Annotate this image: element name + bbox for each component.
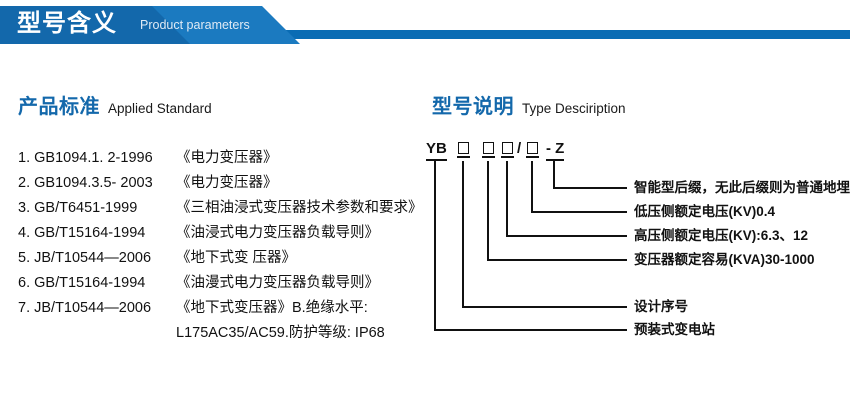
standard-index: 4. — [18, 225, 31, 241]
standard-index: 6. — [18, 275, 31, 291]
standard-code: 6. GB/T15164-1994 — [18, 275, 176, 291]
list-item: 5. JB/T10544—2006 《地下式变 压器》 — [18, 246, 428, 271]
standard-number: GB/T15164-1994 — [34, 225, 146, 241]
diagram-label-suffix: 智能型后缀，无此后缀则为普通地埋变 — [634, 180, 850, 195]
leader-line-hv-voltage — [506, 161, 627, 237]
standard-number: GB1094.3.5- 2003 — [34, 175, 153, 191]
banner-title-cn: 型号含义 — [17, 10, 117, 37]
list-item: 4. GB/T15164-1994 《油浸式电力变压器负载导则》 — [18, 221, 428, 246]
code-token-slash: / — [517, 140, 522, 157]
leader-line-lv-voltage — [531, 161, 627, 213]
section-heading-type-description: 型号说明 Type Desciription — [432, 90, 626, 119]
section-heading-cn: 产品标准 — [18, 96, 100, 118]
standard-name: 《电力变压器》 — [176, 150, 278, 166]
standard-index: 5. — [18, 250, 31, 266]
standard-name: 《三相油浸式变压器技术参数和要求》 — [176, 200, 423, 216]
standard-index: 3. — [18, 200, 31, 216]
diagram-label-lv-voltage: 低压侧额定电压(KV)0.4 — [634, 204, 776, 219]
standard-code: 7. JB/T10544—2006 — [18, 300, 176, 316]
section-heading-applied-standard: 产品标准 Applied Standard — [18, 90, 212, 119]
diagram-label-capacity: 变压器额定容易(KVA)30-1000 — [634, 252, 815, 267]
applied-standard-list: 1. GB1094.1. 2-1996 《电力变压器》 2. GB1094.3.… — [18, 146, 428, 346]
list-item: 3. GB/T6451-1999 《三相油浸式变压器技术参数和要求》 — [18, 196, 428, 221]
standard-index: 2. — [18, 175, 31, 191]
standard-code: 5. JB/T10544—2006 — [18, 250, 176, 266]
standard-code: 1. GB1094.1. 2-1996 — [18, 150, 176, 166]
list-item: 7. JB/T10544—2006 《地下式变压器》B.绝缘水平: — [18, 296, 428, 321]
standard-code: 4. GB/T15164-1994 — [18, 225, 176, 241]
code-token-z: - Z — [546, 140, 565, 161]
standard-number: JB/T10544—2006 — [34, 300, 152, 316]
leader-line-design-serial — [462, 161, 627, 308]
standard-number: GB1094.1. 2-1996 — [34, 150, 153, 166]
banner-primary-shape — [0, 6, 190, 44]
leader-line-substation — [434, 161, 627, 331]
page-header-banner: 型号含义 Product parameters — [0, 0, 850, 48]
banner-title-en: Product parameters — [140, 18, 250, 32]
standard-name: 《油浸式电力变压器负载导则》 — [176, 225, 379, 241]
leader-line-capacity — [487, 161, 627, 261]
code-box-capacity — [482, 142, 495, 158]
standard-name: 《油漫式电力变压器负载导则》 — [176, 275, 379, 291]
section-heading-en: Type Desciription — [522, 101, 626, 116]
standard-code: 3. GB/T6451-1999 — [18, 200, 176, 216]
standard-index: 1. — [18, 150, 31, 166]
standard-name: 《地下式变压器》B.绝缘水平: — [176, 300, 368, 316]
code-token-yb: YB — [426, 140, 447, 161]
list-item: 1. GB1094.1. 2-1996 《电力变压器》 — [18, 146, 428, 171]
standard-number: GB/T6451-1999 — [34, 200, 138, 216]
code-box-design — [457, 142, 470, 158]
list-item: 2. GB1094.3.5- 2003 《电力变压器》 — [18, 171, 428, 196]
standard-code: 2. GB1094.3.5- 2003 — [18, 175, 176, 191]
standard-continuation-line: L175AC35/AC59.防护等级: IP68 — [176, 325, 385, 341]
standard-name: 《地下式变 压器》 — [176, 250, 297, 266]
section-heading-cn: 型号说明 — [432, 96, 514, 118]
standard-number: JB/T10544—2006 — [34, 250, 152, 266]
standard-index: 7. — [18, 300, 31, 316]
diagram-label-design-serial: 设计序号 — [634, 299, 688, 314]
leader-line-suffix — [553, 161, 627, 189]
diagram-label-substation: 预装式变电站 — [634, 322, 715, 337]
standard-number: GB/T15164-1994 — [34, 275, 146, 291]
standard-name: 《电力变压器》 — [176, 175, 278, 191]
section-heading-en: Applied Standard — [108, 101, 212, 116]
banner-rule — [0, 30, 850, 39]
diagram-label-hv-voltage: 高压侧额定电压(KV):6.3、12 — [634, 228, 809, 243]
code-box-lv — [526, 142, 539, 158]
list-item: 6. GB/T15164-1994 《油漫式电力变压器负载导则》 — [18, 271, 428, 296]
type-code-diagram: YB / - Z 智能型后缀，无此后缀则为普通地埋变 低压侧额定电压(KV)0.… — [426, 140, 850, 350]
code-box-hv — [501, 142, 514, 158]
leader-lines — [434, 161, 627, 331]
